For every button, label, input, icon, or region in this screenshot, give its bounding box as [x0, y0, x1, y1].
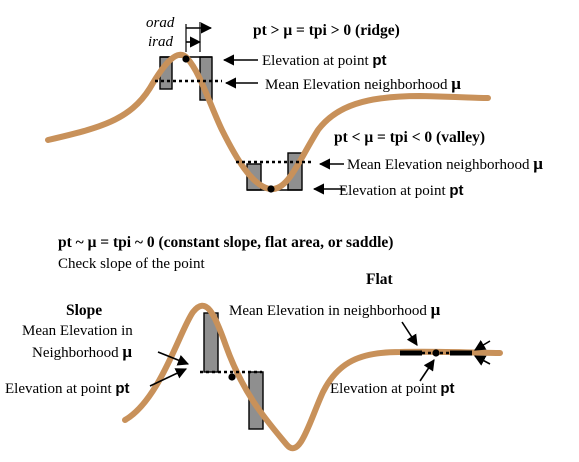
flat-elev-arrow	[419, 359, 435, 382]
flat-right-arrow-lower	[474, 355, 491, 366]
flat-elev-label: Elevation at point pt	[330, 380, 455, 397]
valley-point	[267, 185, 275, 193]
flat-right-arrow-upper	[474, 340, 491, 351]
flat-case-heading: pt ~ μ = tpi ~ 0 (constant slope, flat a…	[58, 234, 393, 272]
terrain-profile-top	[45, 51, 491, 193]
valley-elev-label: Elevation at point pt	[339, 182, 464, 199]
slope-mean-label-line1: Mean Elevation in	[22, 323, 133, 339]
flat-point	[432, 349, 440, 357]
flat-title: Flat	[366, 271, 394, 288]
ridge-condition: pt > μ = tpi > 0 (ridge)	[253, 22, 400, 39]
slope-mean-arrow	[157, 351, 190, 366]
flat-mean-arrow	[401, 321, 418, 346]
slope-point	[228, 373, 236, 381]
ridge-valley-panel: orad irad pt > μ = tpi > 0 (ridge) Eleva…	[45, 15, 543, 199]
ridge-point	[182, 55, 190, 63]
flat-mean-label: Mean Elevation in neighborhood μ	[229, 300, 441, 319]
terrain-profile-bottom	[122, 302, 503, 451]
slope-mean-label-line2: Neighborhood μ	[32, 342, 132, 361]
flat-case-subtitle: Check slope of the point	[58, 256, 205, 272]
ridge-mean-label: Mean Elevation neighborhood μ	[265, 74, 461, 93]
slope-flat-panel: Slope Mean Elevation in Neighborhood μ E…	[5, 271, 503, 451]
slope-elev-label: Elevation at point pt	[5, 380, 130, 397]
ridge-elev-label: Elevation at point pt	[262, 52, 387, 69]
slope-elev-arrow	[149, 368, 188, 387]
slope-title: Slope	[66, 302, 102, 319]
orad-label: orad	[146, 15, 175, 31]
irad-label: irad	[148, 34, 174, 50]
valley-condition: pt < μ = tpi < 0 (valley)	[334, 129, 485, 146]
flat-case-condition: pt ~ μ = tpi ~ 0 (constant slope, flat a…	[58, 234, 393, 251]
valley-mean-label: Mean Elevation neighborhood μ	[347, 154, 543, 173]
